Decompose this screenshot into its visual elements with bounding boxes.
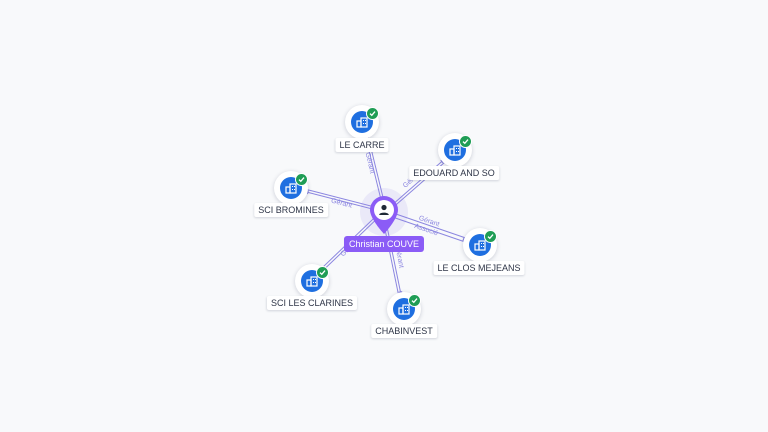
person-icon[interactable] bbox=[367, 193, 401, 235]
check-icon bbox=[484, 230, 497, 243]
check-icon bbox=[459, 135, 472, 148]
company-label-sci-bromines[interactable]: SCI BROMINES bbox=[254, 203, 328, 217]
relation-label: Gérant bbox=[364, 152, 376, 175]
relation-label: Gérant bbox=[330, 198, 353, 210]
check-icon bbox=[295, 173, 308, 186]
check-icon bbox=[408, 294, 421, 307]
company-label-chabinvest[interactable]: CHABINVEST bbox=[371, 324, 437, 338]
company-label-sci-les-clarines[interactable]: SCI LES CLARINES bbox=[266, 296, 358, 310]
relation-label: Gérant bbox=[393, 246, 404, 268]
company-label-le-clos-mejeans[interactable]: LE CLOS MEJEANS bbox=[433, 261, 525, 275]
person-name-label[interactable]: Christian COUVE bbox=[343, 236, 425, 252]
check-icon bbox=[366, 107, 379, 120]
company-label-le-carre[interactable]: LE CARRE bbox=[335, 138, 389, 152]
company-label-edouard-and-so[interactable]: EDOUARD AND SO bbox=[409, 166, 499, 180]
check-icon bbox=[316, 266, 329, 279]
